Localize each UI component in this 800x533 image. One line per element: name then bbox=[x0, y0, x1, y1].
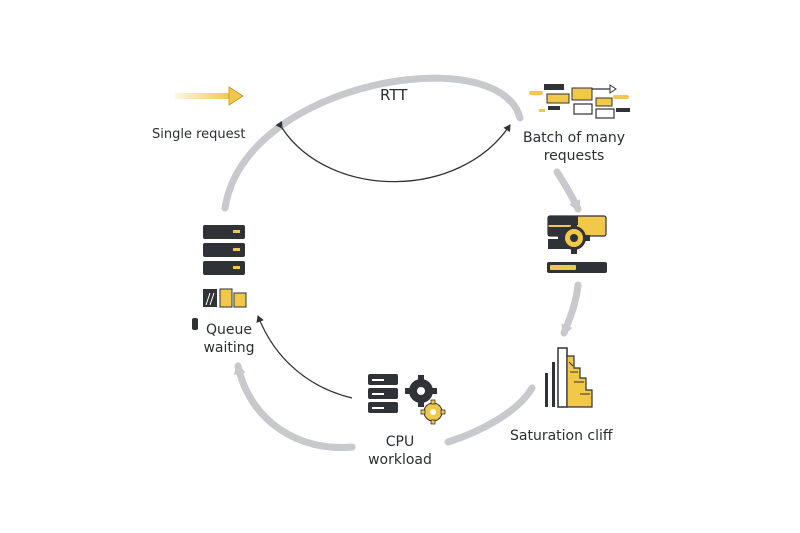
queue-waiting-label: Queue waiting bbox=[198, 321, 260, 357]
server-stack-gears-icon bbox=[368, 374, 446, 425]
cycle-arc-top bbox=[221, 74, 524, 212]
cpu-label-line-1: CPU bbox=[385, 434, 415, 450]
single-request-arrow-icon bbox=[175, 86, 244, 106]
rtt-label: RTT bbox=[380, 86, 408, 104]
cycle-arcs bbox=[221, 74, 582, 452]
single-request-label: Single request bbox=[152, 127, 246, 142]
cpu-workload-label: CPU workload bbox=[360, 433, 440, 469]
batch-label-line-2: requests bbox=[543, 148, 605, 164]
batch-label-line-1: Batch of many bbox=[522, 130, 625, 146]
cycle-arc-bottom-left bbox=[233, 362, 356, 452]
queue-label-line-2: waiting bbox=[203, 340, 255, 356]
queue-label-line-1: Queue bbox=[206, 322, 252, 338]
request-batch-blocks-icon bbox=[529, 84, 630, 119]
saturation-bars-icon bbox=[545, 347, 593, 408]
cycle-arc-right-upper bbox=[553, 168, 582, 213]
cpu-label-line-2: workload bbox=[368, 452, 432, 468]
cpu-to-queue-arrow bbox=[256, 315, 353, 399]
cycle-arc-bottom-right bbox=[444, 384, 536, 446]
rtt-curve-arrow bbox=[275, 120, 511, 183]
server-rack-queue-icon bbox=[192, 225, 247, 330]
batch-requests-label: Batch of many requests bbox=[515, 129, 633, 165]
saturation-cliff-label: Saturation cliff bbox=[510, 428, 613, 444]
cycle-arc-right-lower bbox=[560, 281, 582, 337]
server-gear-icon bbox=[547, 215, 607, 273]
